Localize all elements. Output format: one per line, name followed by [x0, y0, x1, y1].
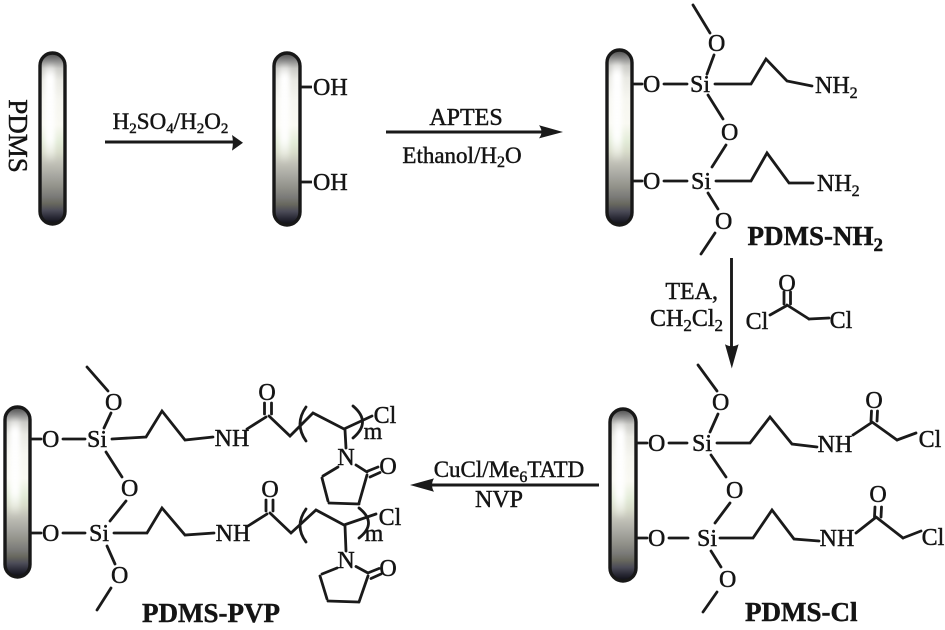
- svg-text:PDMS: PDMS: [3, 99, 33, 173]
- svg-text:O: O: [121, 476, 138, 502]
- svg-text:O: O: [869, 482, 886, 508]
- svg-text:CuCl/Me6TATD: CuCl/Me6TATD: [434, 457, 585, 486]
- svg-text:O: O: [648, 526, 665, 552]
- svg-text:NH2: NH2: [817, 171, 860, 200]
- svg-text:O: O: [105, 390, 122, 416]
- svg-text:NH2: NH2: [815, 73, 858, 102]
- svg-text:O: O: [719, 567, 736, 593]
- svg-text:O: O: [258, 380, 275, 406]
- svg-text:Cl: Cl: [746, 309, 769, 335]
- svg-text:NH: NH: [215, 426, 250, 452]
- svg-text:OH: OH: [313, 170, 348, 196]
- svg-text:O: O: [261, 477, 278, 503]
- svg-text:Si: Si: [690, 72, 710, 98]
- svg-text:PDMS-Cl: PDMS-Cl: [745, 597, 858, 627]
- svg-text:H2SO4/H2O2: H2SO4/H2O2: [113, 109, 229, 137]
- svg-text:PDMS-NH2: PDMS-NH2: [748, 221, 883, 256]
- svg-text:APTES: APTES: [429, 105, 502, 131]
- svg-text:O: O: [712, 390, 729, 416]
- svg-text:Si: Si: [697, 526, 717, 552]
- svg-text:CH2Cl2: CH2Cl2: [650, 306, 723, 335]
- svg-text:TEA,: TEA,: [665, 279, 718, 305]
- svg-text:NH: NH: [818, 432, 853, 458]
- svg-text:O: O: [379, 454, 396, 480]
- svg-text:O: O: [726, 478, 743, 504]
- svg-text:PDMS-PVP: PDMS-PVP: [142, 598, 280, 628]
- svg-text:m: m: [364, 419, 383, 445]
- svg-text:Cl: Cl: [374, 403, 397, 429]
- svg-text:NVP: NVP: [475, 487, 523, 513]
- svg-text:O: O: [111, 563, 128, 589]
- svg-text:Cl: Cl: [922, 525, 945, 551]
- svg-text:O: O: [778, 271, 795, 297]
- svg-text:Si: Si: [691, 169, 711, 195]
- svg-text:Ethanol/H2O: Ethanol/H2O: [402, 143, 521, 171]
- svg-text:N: N: [337, 445, 354, 471]
- svg-text:Cl: Cl: [830, 308, 853, 334]
- svg-text:Cl: Cl: [919, 427, 942, 453]
- svg-text:O: O: [708, 31, 725, 57]
- svg-text:NH: NH: [216, 521, 251, 547]
- svg-text:O: O: [643, 169, 660, 195]
- svg-text:Si: Si: [87, 427, 107, 453]
- svg-text:O: O: [865, 388, 882, 414]
- svg-text:O: O: [42, 521, 59, 547]
- svg-text:O: O: [42, 427, 59, 453]
- svg-text:Si: Si: [89, 521, 109, 547]
- svg-text:OH: OH: [313, 75, 348, 101]
- svg-text:O: O: [721, 120, 738, 146]
- svg-text:N: N: [337, 548, 354, 574]
- svg-text:O: O: [648, 431, 665, 457]
- svg-text:Si: Si: [692, 431, 712, 457]
- svg-text:O: O: [715, 209, 732, 235]
- svg-text:O: O: [379, 556, 396, 582]
- svg-text:Cl: Cl: [379, 505, 402, 531]
- svg-text:O: O: [643, 72, 660, 98]
- svg-text:m: m: [365, 521, 384, 547]
- svg-text:NH: NH: [820, 526, 855, 552]
